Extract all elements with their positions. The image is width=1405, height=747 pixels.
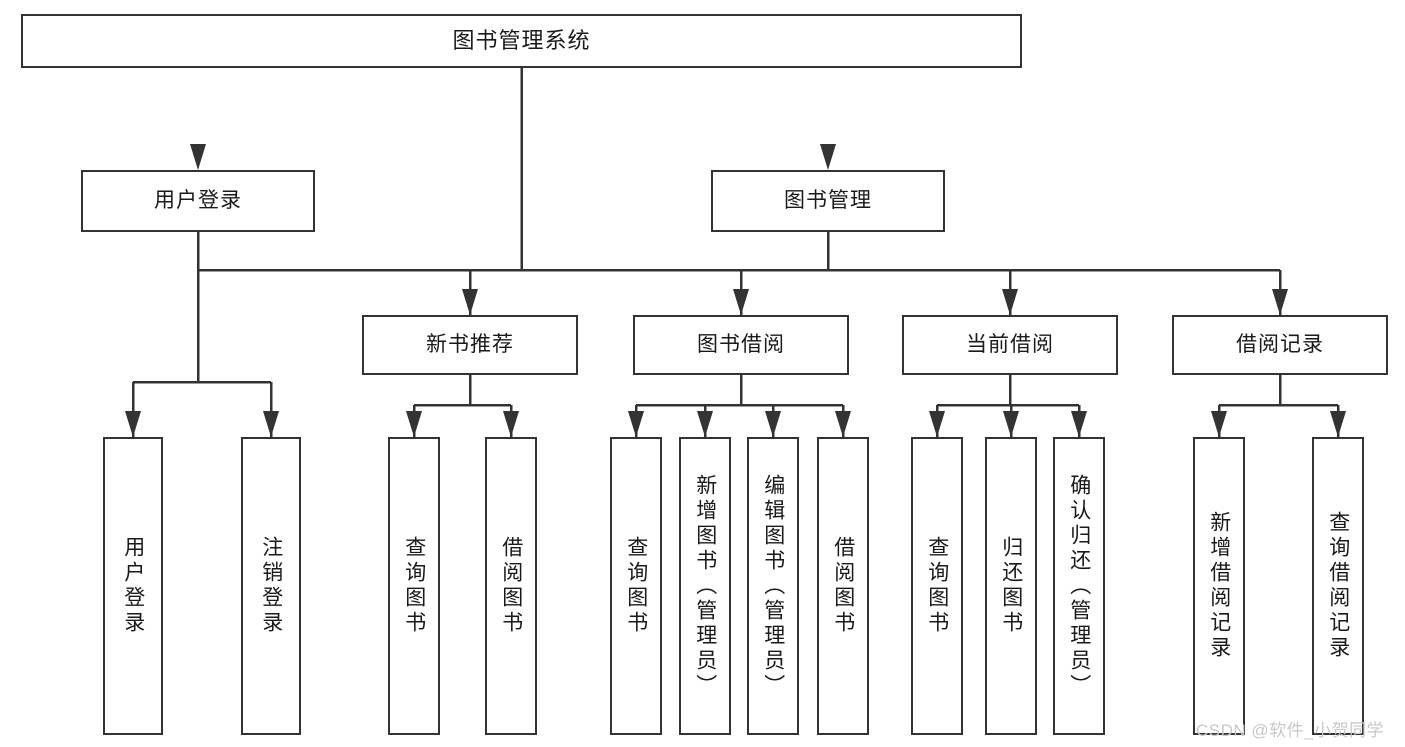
node-l-query2[interactable]: 查询图书: [610, 437, 662, 735]
node-l-add[interactable]: 新增图书（管理员）: [679, 437, 731, 735]
node-login[interactable]: 用户登录: [81, 170, 315, 232]
node-l-confirm[interactable]: 确认归还（管理员）: [1053, 437, 1105, 735]
node-newbook[interactable]: 新书推荐: [362, 315, 578, 375]
watermark: CSDN @软件_小贺同学: [1196, 721, 1385, 740]
node-records[interactable]: 借阅记录: [1172, 315, 1388, 375]
node-l-query3[interactable]: 查询图书: [911, 437, 963, 735]
node-l-addrec[interactable]: 新增借阅记录: [1193, 437, 1245, 735]
node-borrow[interactable]: 图书借阅: [633, 315, 849, 375]
node-bookmgmt[interactable]: 图书管理: [711, 170, 945, 232]
node-l-login[interactable]: 用户登录: [103, 437, 163, 735]
node-l-logout[interactable]: 注销登录: [241, 437, 301, 735]
node-root[interactable]: 图书管理系统: [21, 14, 1022, 68]
node-l-borrow1[interactable]: 借阅图书: [485, 437, 537, 735]
node-current[interactable]: 当前借阅: [902, 315, 1118, 375]
node-l-query1[interactable]: 查询图书: [388, 437, 440, 735]
node-l-return[interactable]: 归还图书: [985, 437, 1037, 735]
node-l-edit[interactable]: 编辑图书（管理员）: [747, 437, 799, 735]
node-l-queryrec[interactable]: 查询借阅记录: [1312, 437, 1364, 735]
node-l-borrow2[interactable]: 借阅图书: [817, 437, 869, 735]
